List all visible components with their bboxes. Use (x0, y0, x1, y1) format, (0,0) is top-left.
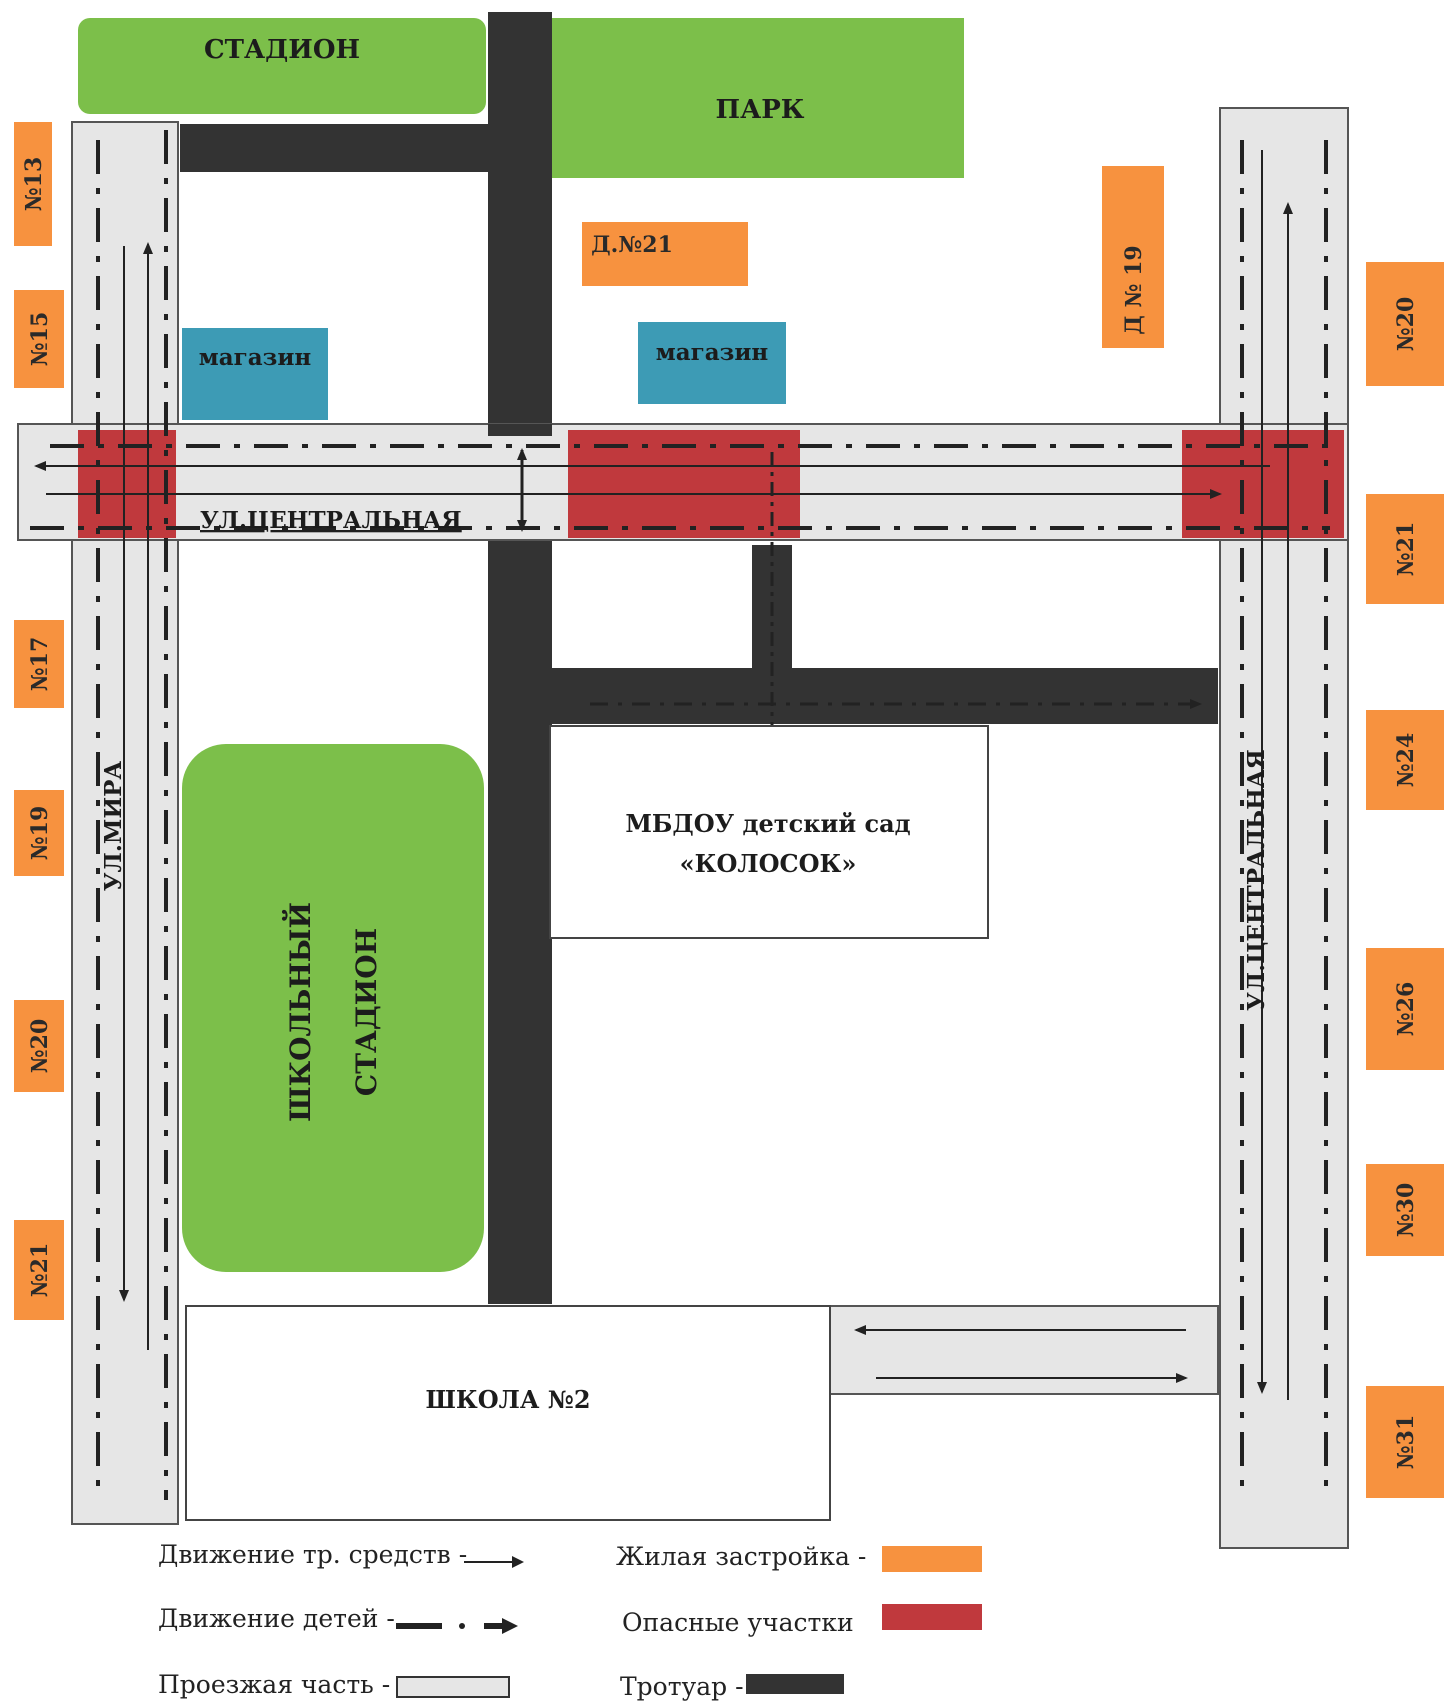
house-label-left-13: №13 (21, 157, 47, 212)
house-label-right-30: №30 (1393, 1183, 1419, 1238)
kindergarten (549, 725, 989, 939)
house-label-right-21: №21 (1393, 522, 1419, 577)
school-label: ШКОЛА №2 (425, 1385, 590, 1414)
house-left-17 (14, 620, 64, 708)
shop-right-label: магазин (656, 339, 769, 366)
legend-roadway-label: Проезжая часть - (158, 1670, 391, 1699)
house-label-left-19: №19 (27, 806, 53, 861)
stadium-label: СТАДИОН (204, 35, 360, 65)
sidewalk-crossing (488, 424, 552, 436)
house-d19 (1102, 166, 1164, 348)
street-mira: УЛ.МИРА (100, 761, 127, 891)
kindergarten-label-2: «КОЛОСОК» (680, 849, 857, 878)
park-label: ПАРК (716, 95, 805, 125)
legend-residential-label: Жилая застройка - (616, 1542, 867, 1571)
legend-residential-sample (882, 1546, 982, 1572)
house-label-left-17: №17 (27, 637, 53, 692)
legend-sidewalk-sample (746, 1674, 844, 1694)
school-stadium-area (182, 744, 484, 1272)
school-stadium-label-1: ШКОЛЬНЫЙ (282, 902, 317, 1122)
house-left-15 (14, 290, 64, 388)
house-label-left-15: №15 (27, 312, 53, 367)
house-left-20 (14, 1000, 64, 1092)
shop-right (638, 322, 786, 404)
sidewalk-horizontal (548, 668, 1218, 724)
legend-vehicles-label: Движение тр. средств - (158, 1540, 468, 1569)
house-d19-label: Д № 19 (1121, 245, 1147, 334)
house-right-20 (1366, 262, 1444, 386)
house-d21 (582, 222, 748, 286)
legend-danger-label: Опасные участки (622, 1608, 854, 1637)
house-left-19 (14, 790, 64, 876)
sidewalk-top (180, 124, 492, 172)
house-label-right-24: №24 (1393, 733, 1419, 788)
street-central-horizontal: УЛ.ЦЕНТРАЛЬНАЯ (200, 507, 462, 534)
shop-left-label: магазин (199, 344, 312, 371)
shop-left (182, 328, 328, 420)
house-label-right-31: №31 (1393, 1415, 1419, 1470)
house-right-31 (1366, 1386, 1444, 1498)
house-right-26 (1366, 948, 1444, 1070)
house-d21-label: Д.№21 (591, 232, 673, 258)
house-right-21 (1366, 494, 1444, 604)
house-label-right-20: №20 (1393, 297, 1419, 352)
kindergarten-label-1: МБДОУ детский сад (625, 809, 910, 838)
legend-roadway-sample (396, 1676, 510, 1698)
legend-danger-sample (882, 1604, 982, 1630)
house-left-13 (14, 122, 52, 246)
park-area (550, 18, 964, 178)
legend-vehicles-sample (464, 1556, 524, 1568)
house-right-24 (1366, 710, 1444, 810)
house-label-right-26: №26 (1393, 982, 1419, 1037)
road-school-driveway (827, 1305, 1219, 1395)
legend-sidewalk-label: Тротуар - (620, 1672, 744, 1701)
street-central-vertical: УЛ.ЦЕНТРАЛЬНАЯ (1243, 749, 1270, 1011)
school-2 (185, 1305, 831, 1521)
road-central-right (1219, 107, 1349, 1549)
house-label-left-20: №20 (27, 1019, 53, 1074)
school-stadium-label-2: СТАДИОН (350, 928, 383, 1096)
sidewalk-vertical-main (488, 12, 552, 1304)
house-label-left-21: №21 (27, 1243, 53, 1298)
legend-children-label: Движение детей - (158, 1604, 395, 1633)
house-right-30 (1366, 1164, 1444, 1256)
house-left-21 (14, 1220, 64, 1320)
legend-children-sample (396, 1618, 518, 1634)
stadium-area (78, 18, 486, 114)
